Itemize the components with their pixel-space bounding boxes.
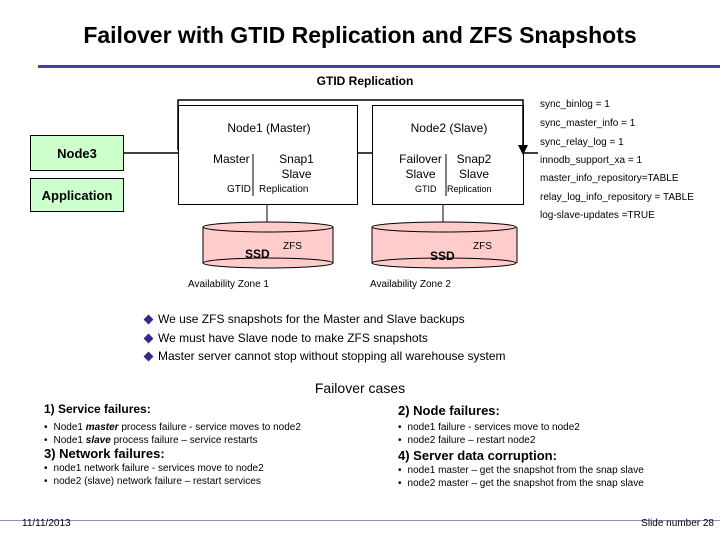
section-item: node1 failure - services move to node2 [398, 422, 708, 435]
node1-title: Node1 (Master) [227, 121, 311, 135]
node1-snap1-label: Snap1 Slave [269, 152, 324, 182]
section-item: Node1 master process failure - service m… [44, 422, 374, 435]
disk1-label: SSD [245, 247, 270, 261]
bullet-text: We must have Slave node to make ZFS snap… [158, 330, 428, 345]
item-emphasis: slave [85, 434, 111, 446]
setting-relay-log-info-repository: relay_log_info_repository = TABLE [540, 192, 694, 203]
node2-snap2-line2: Slave [458, 167, 490, 181]
failover-heading: Failover cases [314, 380, 406, 396]
node2-snap2-line1: Snap2 [456, 152, 492, 166]
node1-snap1-line1: Snap1 [279, 152, 314, 166]
failover-section-network: 3) Network failures: node1 network failu… [44, 446, 374, 488]
bullet-item: Master server cannot stop without stoppi… [143, 347, 506, 366]
node3-label: Node3 [57, 145, 97, 161]
disk2-cylinder [371, 221, 518, 269]
footer-slide-number: Slide number 28 [641, 518, 714, 529]
title-divider [38, 65, 720, 68]
bullet-item: We must have Slave node to make ZFS snap… [143, 329, 506, 348]
node2-gtid-label: GTID [415, 184, 437, 194]
failover-section-corruption: 4) Server data corruption: node1 master … [398, 448, 718, 490]
setting-sync-master-info: sync_master_info = 1 [540, 118, 636, 129]
section-item: node2 master – get the snapshot from the… [398, 478, 718, 491]
diamond-bullet-icon [143, 351, 154, 362]
node1-master-label: Master [213, 152, 250, 166]
diamond-bullet-icon [143, 333, 154, 344]
application-label: Application [41, 187, 113, 203]
setting-sync-relay-log: sync_relay_log = 1 [540, 137, 624, 148]
bullet-item: We use ZFS snapshots for the Master and … [143, 310, 506, 329]
section-title: 3) Network failures: [44, 446, 165, 461]
bullet-list: We use ZFS snapshots for the Master and … [143, 310, 506, 366]
node1-gtid-label: GTID [227, 184, 251, 195]
setting-log-slave-updates: log-slave-updates =TRUE [540, 210, 655, 221]
section-title: 2) Node failures: [398, 403, 500, 418]
node2-failover-line2: Slave [405, 167, 436, 181]
node1-inner-lines [252, 154, 254, 196]
section-item: node2 failure – restart node2 [398, 435, 708, 448]
gtid-replication-label: GTID Replication [316, 74, 414, 88]
section-title: 4) Server data corruption: [398, 448, 557, 463]
node2-failover-line1: Failover [399, 152, 442, 166]
slide-title: Failover with GTID Replication and ZFS S… [83, 22, 637, 48]
bullet-text: Master server cannot stop without stoppi… [158, 349, 506, 363]
section-item: node2 (slave) network failure – restart … [44, 476, 374, 489]
zone2-label: Availability Zone 2 [370, 279, 451, 290]
node3-box: Node3 [30, 135, 124, 171]
node2-inner-lines [445, 154, 447, 196]
section-title: 1) Service failures: [44, 402, 151, 416]
node1-snap1-line2: Slave [281, 167, 312, 181]
item-emphasis: master [85, 422, 119, 433]
disk2-label: SSD [430, 249, 455, 263]
node2-failover-label: Failover Slave [393, 152, 448, 182]
setting-master-info-repository: master_info_repository=TABLE [540, 173, 679, 184]
node2-snap2-label: Snap2 Slave [449, 152, 499, 182]
setting-innodb-support-xa: innodb_support_xa = 1 [540, 155, 643, 166]
bullet-text: We use ZFS snapshots for the Master and … [158, 312, 465, 326]
disk1-cylinder [202, 221, 334, 269]
application-box: Application [30, 178, 124, 212]
disk2-zfs-label: ZFS [473, 241, 492, 252]
node2-title: Node2 (Slave) [410, 121, 488, 135]
node1-replication-label: Replication [259, 184, 309, 195]
item-text: Node1 [53, 434, 86, 446]
disk1-zfs-label: ZFS [283, 241, 302, 252]
section-item: Node1 slave process failure – service re… [44, 435, 374, 448]
zone1-label: Availability Zone 1 [188, 279, 269, 290]
item-text: process failure - service moves to node2 [118, 422, 301, 433]
item-text: Node1 [53, 422, 86, 433]
section-item: node1 network failure - services move to… [44, 463, 374, 476]
failover-section-service: 1) Service failures: Node1 master proces… [44, 402, 374, 447]
failover-section-node: 2) Node failures: node1 failure - servic… [398, 403, 708, 447]
setting-sync-binlog: sync_binlog = 1 [540, 99, 610, 110]
footer-date: 11/11/2013 [22, 518, 71, 529]
node2-replication-label: Replication [447, 184, 492, 194]
diamond-bullet-icon [143, 314, 154, 325]
item-text: process failure – service restarts [110, 434, 258, 446]
node2-box: Node2 (Slave) Failover Slave Snap2 Slave… [372, 105, 524, 205]
footer-divider [0, 520, 720, 521]
node1-box: Node1 (Master) Master Snap1 Slave GTID R… [178, 105, 358, 205]
section-item: node1 master – get the snapshot from the… [398, 465, 718, 478]
